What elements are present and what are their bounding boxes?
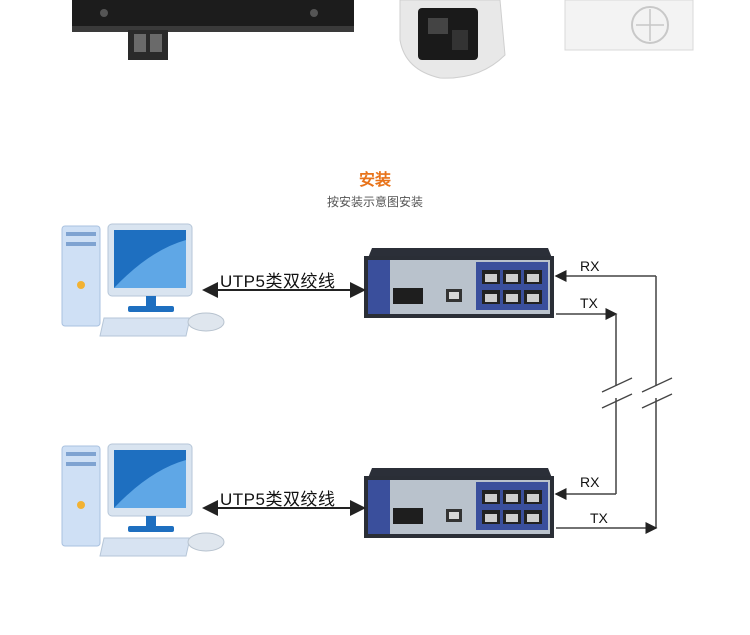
top-rx-label: RX	[580, 258, 600, 274]
section-subtitle: 按安装示意图安装	[326, 195, 423, 209]
manual-card-photo	[564, 0, 694, 51]
device-photo	[72, 0, 354, 60]
computer-top	[61, 223, 225, 337]
switch-top	[364, 248, 554, 318]
switch-bottom	[364, 468, 554, 538]
computer-bottom	[61, 443, 225, 557]
bottom-rx-label: RX	[580, 474, 600, 490]
fiber-link-inner	[554, 308, 618, 500]
top-tx-label: TX	[580, 295, 598, 311]
bottom-tx-label: TX	[590, 510, 608, 526]
utp-cable-label-top: UTP5类双绞线	[220, 272, 336, 291]
utp-cable-label-bottom: UTP5类双绞线	[220, 490, 336, 509]
product-photo-strip	[72, 0, 694, 79]
accessory-bag-photo	[399, 0, 506, 79]
section-title: 安装	[358, 172, 391, 189]
cable-break-marks	[601, 377, 673, 409]
